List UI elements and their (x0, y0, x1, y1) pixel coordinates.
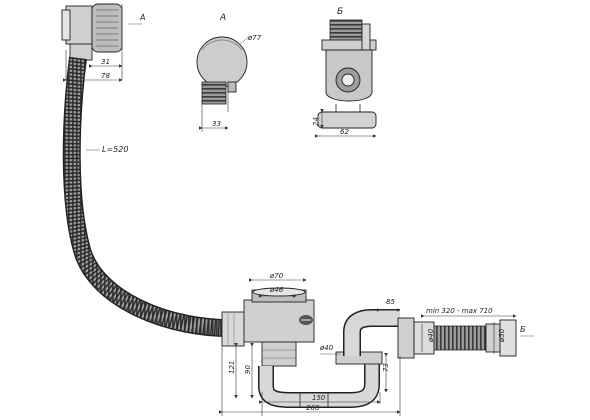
dim-phi40-right: ø40 (427, 328, 435, 343)
dim-phi40-left: ø40 (319, 344, 334, 352)
view-b-marker: Б (520, 325, 526, 334)
dim-31: 31 (101, 58, 110, 66)
view-a-detail (196, 36, 248, 112)
hose-length: L=520 (102, 145, 128, 154)
dim-33: 33 (212, 120, 221, 128)
overflow-head (61, 3, 123, 80)
dim-phi50: ø50 (498, 328, 506, 343)
dim-24: 24 (312, 117, 320, 126)
view-b-detail (317, 19, 377, 129)
outlet-end (485, 319, 517, 357)
dim-phi77: ø77 (247, 34, 262, 42)
dim-phi70: ø70 (269, 272, 284, 280)
manufacturer-badge-icon (299, 315, 313, 325)
dim-121: 121 (228, 361, 236, 374)
dim-range: min 320 - max 710 (426, 307, 493, 315)
dim-85: 85 (386, 298, 395, 306)
dim-78: 78 (101, 72, 110, 80)
view-a-marker: A (139, 13, 145, 22)
outlet-coupling (397, 317, 435, 359)
view-b-title: Б (337, 7, 343, 17)
dim-phi46: ø46 (269, 286, 284, 294)
dim-90: 90 (244, 365, 252, 374)
telescopic-outlet (433, 325, 487, 351)
view-a-title: A (219, 13, 226, 23)
phi77-leader (239, 35, 251, 45)
dim-150: 150 (312, 394, 326, 402)
dim-62: 62 (340, 128, 349, 136)
dim-73: 73 (382, 363, 390, 372)
dim-268: 268 (306, 404, 320, 412)
